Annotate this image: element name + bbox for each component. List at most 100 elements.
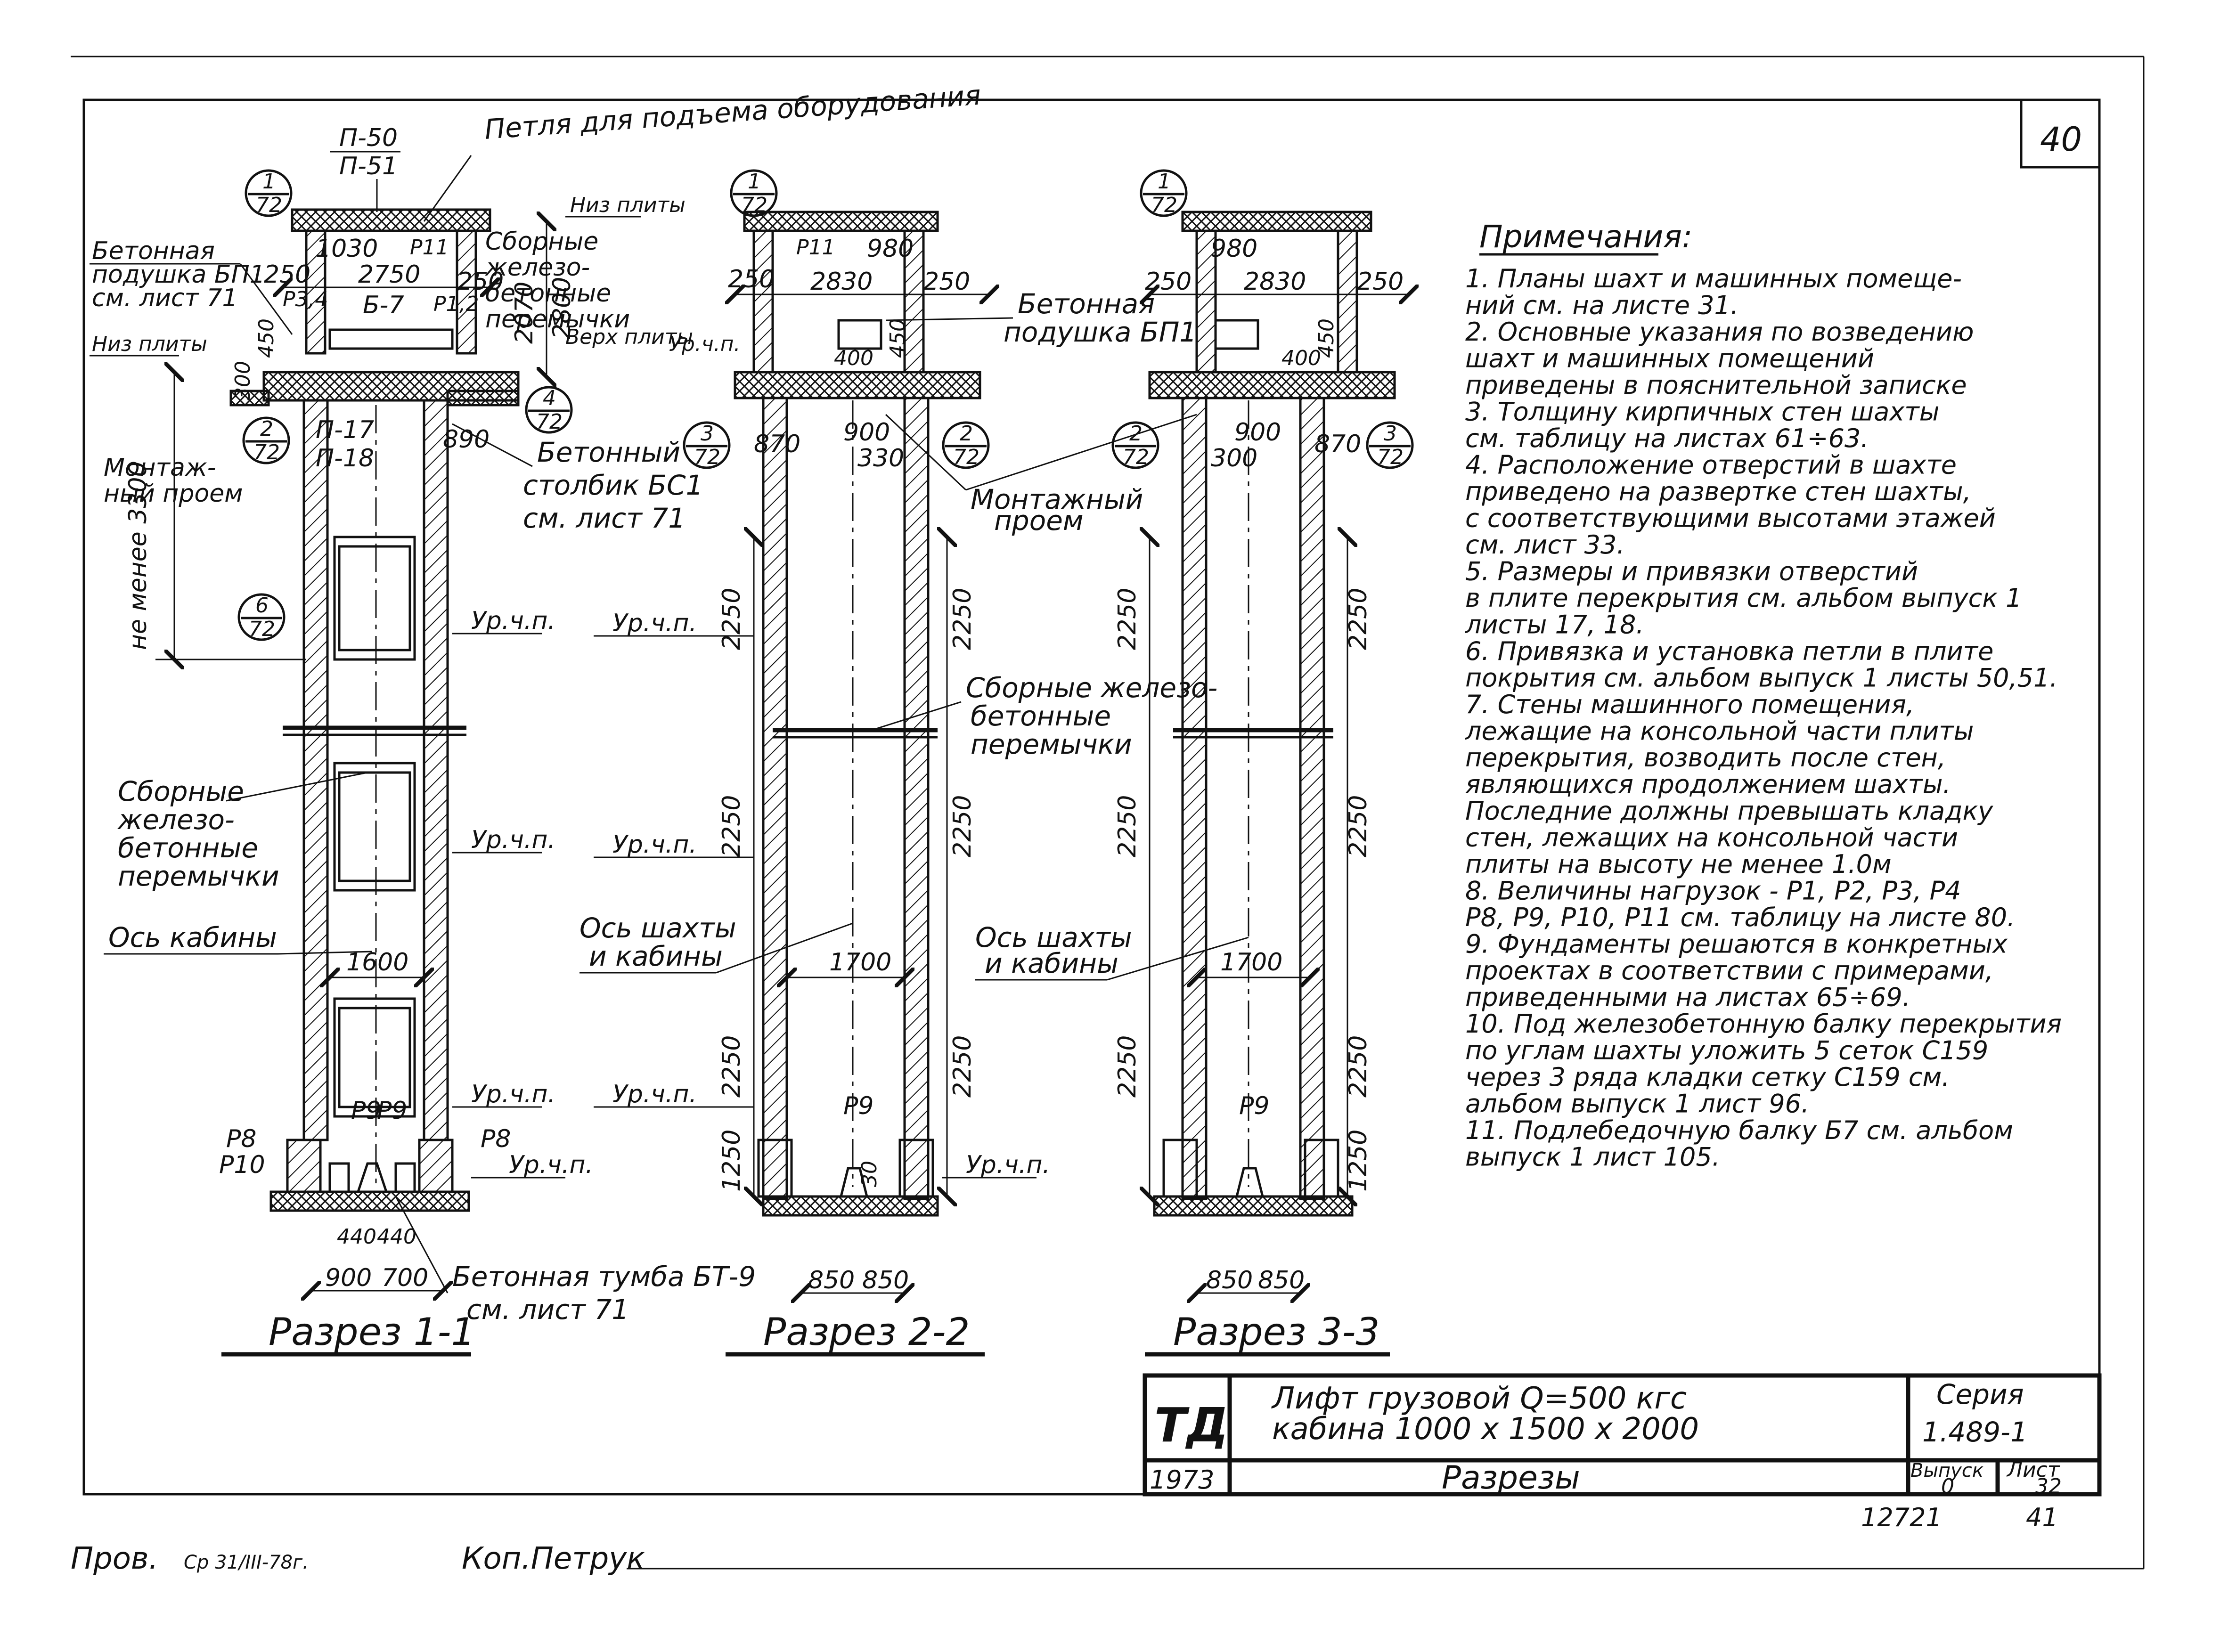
dim-2250-3a: 2250 [1113,588,1142,650]
dim-850-2b: 850 [862,1266,909,1294]
label-min-height: не менее 3300 [124,461,152,650]
note-line: 11. Подлебедочную балку Б7 см. альбом [1465,1115,2013,1145]
title-line-2: кабина 1000 х 1500 х 2000 [1272,1412,1699,1447]
label-mount-open-2: Монтажный [971,483,1143,515]
svg-text:столбик БС1: столбик БС1 [523,469,703,501]
label-bottom-slab: Низ плиты [570,193,686,217]
callout-3-1-72: 1 72 [1140,169,1188,217]
dim-2250-2a: 2250 [718,588,746,650]
callout-4-72: 4 72 [525,386,573,434]
dim-440-a: 440 [337,1225,376,1249]
svg-text:3: 3 [701,422,714,446]
dim-2830-2: 2830 [810,268,873,296]
svg-text:72: 72 [741,193,767,217]
notes-block: Примечания: 1. Планы шахт и машинных пом… [1465,219,2062,1172]
note-line: по углам шахты уложить 5 сеток С159 [1465,1036,1988,1066]
note-line: 2. Основные указания по возведению [1465,317,1974,347]
dim-440-b: 440 [377,1225,416,1249]
label-lintels-top: Сборные [485,228,598,256]
note-line: с соответствующими высотами этажей [1465,504,1996,533]
svg-text:1: 1 [748,170,761,194]
callout-3-2-72: 2 72 [1111,421,1159,469]
note-line: 8. Величины нагрузок - Р1, Р2, Р3, Р4 [1465,876,1961,906]
svg-text:72: 72 [1123,445,1149,469]
label-level-1c: Ур.ч.п. [471,1080,555,1108]
section-3-3: 1 72 2 72 3 72 250 980 2830 250 450 400 … [975,169,1412,1357]
label-level-2a: Ур.ч.п. [612,609,697,637]
note-line: Последние должны превышать кладку [1465,796,1993,826]
svg-text:3: 3 [1384,422,1397,446]
dim-1250-2a: 1250 [718,1130,746,1192]
archive-page: 41 [2026,1503,2058,1532]
dim-900-3: 900 [1234,418,1281,447]
note-line: приведено на развертке стен шахты, [1465,477,1971,506]
title-block: ТД 1973 Лифт грузовой Q=500 кгс кабина 1… [1143,1373,2102,1498]
label-r12: Р1,2 [433,292,479,316]
callout-2-1-72: 1 72 [730,169,778,217]
label-lintels-2: Сборные железо- [966,672,1217,704]
notes-title: Примечания: [1479,219,1692,255]
dim-850-3b: 850 [1258,1266,1305,1294]
label-pad-1: Бетонная [92,237,215,265]
svg-text:72: 72 [694,445,720,469]
note-line: приведены в пояснительной записке [1465,370,1967,400]
dim-250-3a: 250 [1145,268,1192,296]
callout-1-72: 1 72 [245,169,293,217]
note-line: шахт и машинных помещений [1465,344,1874,374]
note-line: в плите перекрытия см. альбом выпуск 1 [1465,583,2022,613]
dim-2250-3c: 2250 [1113,795,1142,857]
dim-900-2: 900 [843,418,890,447]
note-line: 5. Размеры и привязки отверстий [1465,557,1918,586]
svg-text:подушка БП1: подушка БП1 [1004,316,1197,348]
note-line: покрытия см. альбом выпуск 1 листы 50,51… [1465,663,2058,693]
label-level-1a: Ур.ч.п. [471,607,555,635]
callout-2-3-72: 3 72 [683,421,731,469]
copy-by: Коп.Петрук [462,1541,645,1576]
dim-1700-3: 1700 [1220,948,1282,977]
note-line: 10. Под железобетонную балку перекрытия [1465,1009,2062,1039]
dim-2250-3b: 2250 [1344,588,1372,650]
note-line: ний см. на листе 31. [1465,291,1738,320]
section-1-1-title: Разрез 1-1 [269,1310,475,1354]
label-p9b: Р9 [377,1097,407,1125]
label-column: Бетонный [537,436,680,468]
note-line: 6. Привязка и установка петли в плите [1465,636,1993,666]
label-level-1b: Ур.ч.п. [471,826,555,854]
dim-1250-3: 1250 [1344,1130,1372,1192]
archive-code: 12721 [1861,1503,1942,1532]
dim-870-2: 870 [754,430,800,458]
dim-400-2: 400 [834,346,873,370]
label-p9-2: Р9 [843,1092,873,1120]
svg-text:72: 72 [1151,193,1177,217]
label-level-2top: Ур.ч.п. [669,332,740,356]
dim-330-2: 330 [857,444,904,472]
dim-250-a: 250 [264,260,310,289]
label-p17: П-17 [316,416,374,444]
dim-2250-2c: 2250 [718,795,746,857]
dim-2070: 2070 [510,282,539,344]
note-line: плиты на высоту не менее 1.0м [1465,849,1892,879]
label-level-2d: Ур.ч.п. [966,1151,1050,1179]
svg-text:2: 2 [260,417,273,441]
section-3-3-title: Разрез 3-3 [1173,1310,1379,1354]
svg-text:см. лист 71: см. лист 71 [466,1294,629,1326]
note-line: 1. Планы шахт и машинных помеще- [1465,264,1962,293]
dim-2800: 2800 [548,277,576,339]
label-bottom-slab-left: Низ плиты [92,332,207,356]
svg-text:72: 72 [253,440,280,464]
label-p8-left: Р8 [226,1125,256,1153]
label-pad-2: Бетонная [1018,288,1155,320]
label-axis-2: Ось шахты [579,912,736,944]
note-line: стен, лежащих на консольной части [1465,823,1958,853]
dim-870-3: 870 [1314,430,1361,458]
check-signature: Ср 31/III-78г. [184,1552,309,1573]
label-p50: П-50 [339,124,398,152]
note-line: альбом выпуск 1 лист 96. [1465,1089,1809,1119]
label-pedestal: Бетонная тумба БТ-9 [452,1261,756,1293]
title-line-1: Лифт грузовой Q=500 кгс [1271,1381,1687,1416]
svg-text:подушка БП1: подушка БП1 [92,260,265,289]
title-year: 1973 [1150,1465,1214,1495]
dim-250-3b: 250 [1357,268,1404,296]
note-line: приведенными на листах 65÷69. [1465,983,1910,1012]
